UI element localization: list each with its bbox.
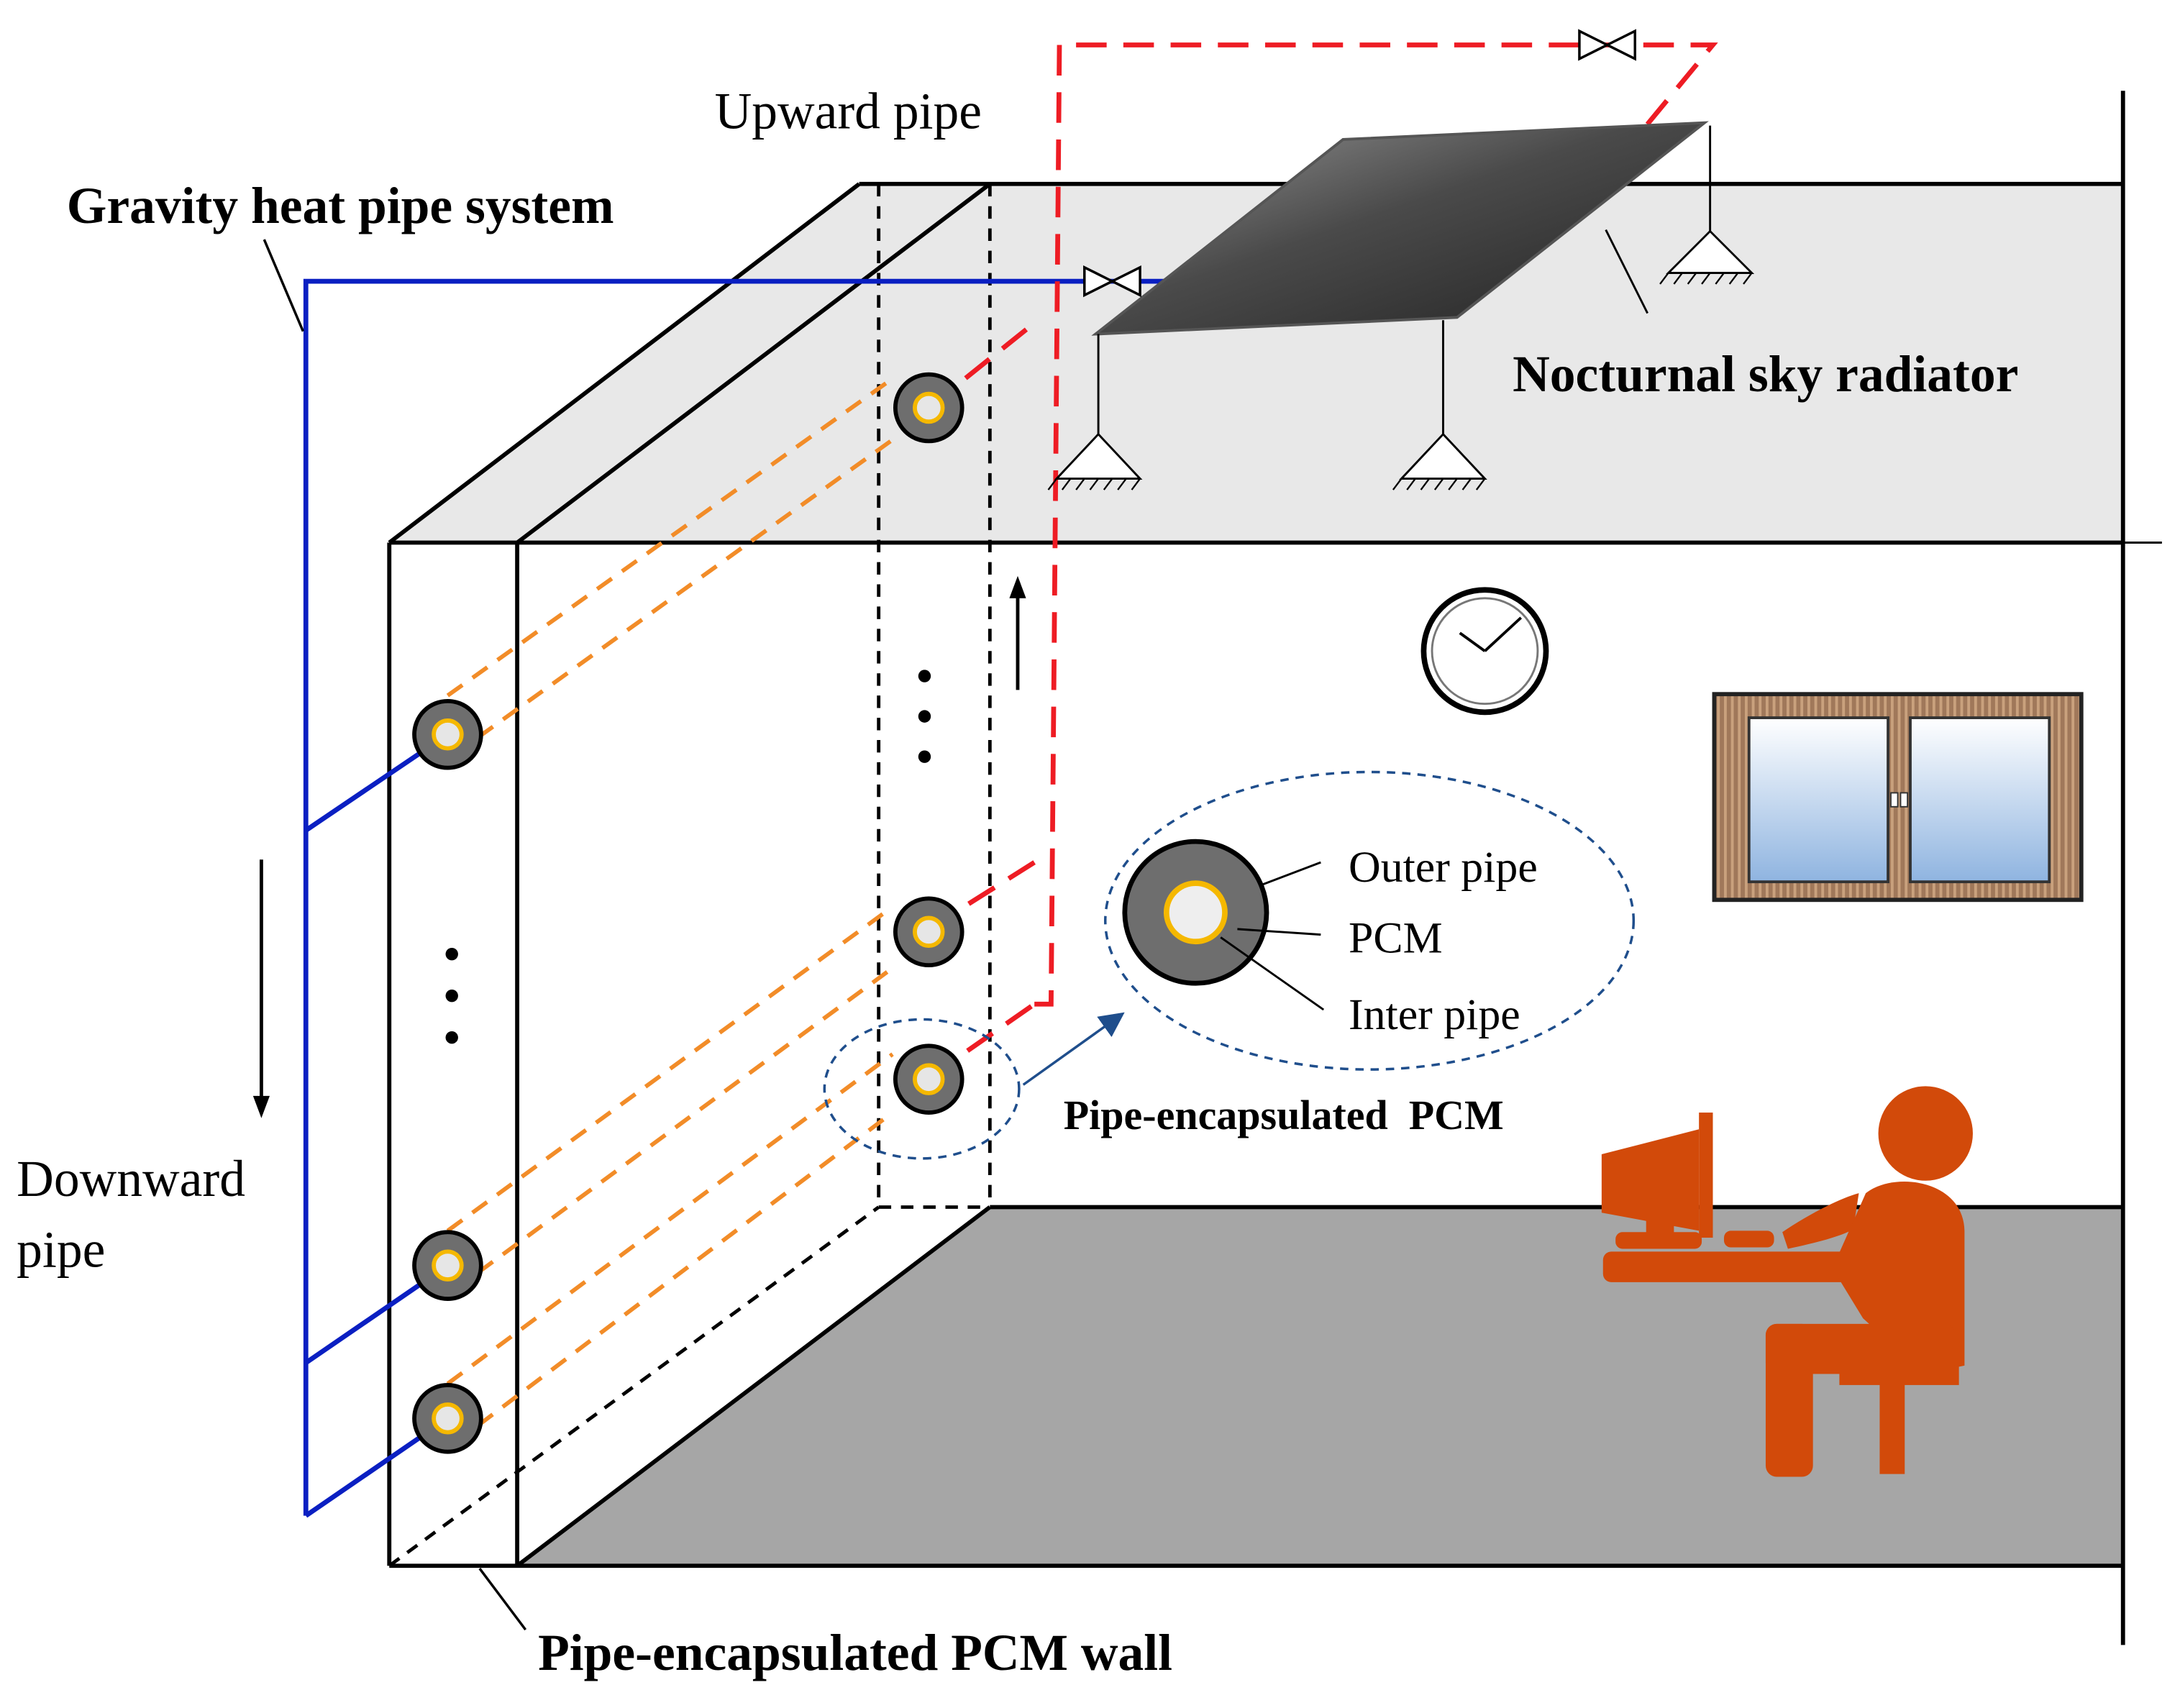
pipe-section [893,896,964,968]
valve-icon [1083,265,1141,298]
flow-arrow-down [252,859,270,1118]
pipe-section [893,372,964,444]
embedded-pipes [446,377,894,1428]
label-leaders [263,239,527,1631]
room-outline [387,91,2125,1645]
downward-pipe-label-1: Downward [17,1151,245,1207]
sky-radiator-panel [1091,121,1709,336]
ellipsis-dots [445,670,931,1044]
pipe-cross-sections [412,372,964,1454]
callout-small-ellipse [823,1018,1021,1160]
callout-arrow [1022,1012,1125,1086]
upward-pipe-label: Upward pipe [715,83,982,140]
downward-pipe-label-2: pipe [17,1222,105,1279]
valve-icon [1578,29,1636,61]
pipe-section [412,1230,483,1301]
pipe-section [412,1383,483,1454]
flow-arrow-up [1009,575,1026,690]
pcm-label: PCM [1349,914,1443,963]
person-at-computer-icon [1601,1086,1973,1477]
pcm-wall-label: Pipe-encapsulated PCM wall [538,1625,1172,1681]
gravity-system-label: Gravity heat pipe system [67,178,614,234]
sky-radiator-label: Nocturnal sky radiator [1513,346,2018,403]
floor [517,1207,2123,1566]
pipe-detail-leaders [1220,861,1325,1011]
window-icon [1712,692,2084,903]
pipe-encapsulated-pcm-label: Pipe-encapsulated PCM [1064,1092,1504,1138]
clock-icon [1420,587,1549,716]
pipe-detail [1122,839,1269,986]
outer-pipe-label: Outer pipe [1349,843,1538,892]
inter-pipe-label: Inter pipe [1349,990,1520,1039]
pipe-section [893,1043,964,1115]
support-icon [1054,229,1755,480]
pipe-section [412,698,483,770]
callout-large-ellipse [1104,770,1636,1071]
support-hatching [1047,272,1753,490]
radiator-supports [1097,125,1712,434]
